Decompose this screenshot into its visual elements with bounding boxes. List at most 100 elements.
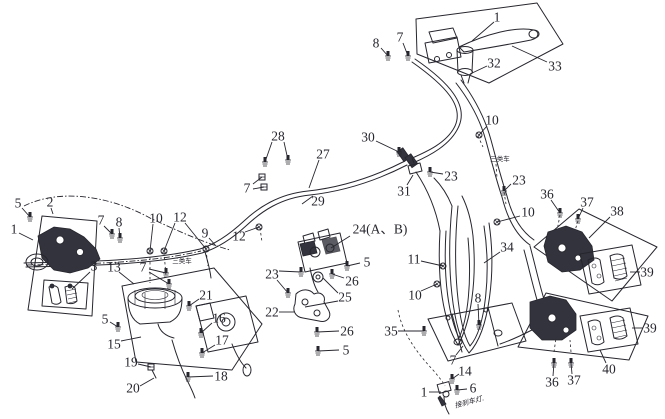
bolt-part-marker bbox=[285, 288, 291, 298]
callout-8: 8 bbox=[373, 36, 391, 61]
callout-number: 17 bbox=[215, 333, 229, 348]
callout-8: 8 bbox=[475, 291, 482, 330]
callout-5: 5 bbox=[102, 312, 121, 332]
callout-number: 32 bbox=[487, 56, 501, 71]
callout-number: 8 bbox=[373, 36, 380, 51]
callout-13: 13 bbox=[107, 260, 135, 285]
callout-23: 23 bbox=[427, 167, 458, 184]
callout-number: 20 bbox=[126, 381, 140, 396]
callout-1: 1 bbox=[11, 222, 34, 241]
callout-26: 26 bbox=[314, 324, 354, 339]
callout-32: 32 bbox=[469, 56, 501, 75]
square-part-marker bbox=[260, 183, 268, 191]
master-cylinder-body bbox=[424, 36, 462, 64]
bolt-part-marker bbox=[198, 328, 204, 338]
callout-number: 10 bbox=[521, 205, 535, 220]
callout-number: 40 bbox=[602, 362, 616, 377]
callout-17: 17 bbox=[199, 333, 229, 358]
bolt-part-marker bbox=[115, 322, 121, 332]
callout-7: 7 bbox=[98, 213, 115, 239]
brake-pads-box bbox=[579, 307, 639, 353]
bolt-part-marker bbox=[396, 147, 402, 157]
callout-10: 10 bbox=[408, 280, 441, 303]
callout-number: 9 bbox=[202, 226, 209, 241]
callout-number: 15 bbox=[107, 337, 121, 352]
bolt-part-marker bbox=[27, 212, 33, 222]
brake-pads-box bbox=[579, 244, 642, 295]
caliper-cluster bbox=[37, 226, 101, 274]
callout-number: 28 bbox=[271, 129, 285, 144]
callout-number: 3 bbox=[91, 259, 98, 274]
callout-29: 29 bbox=[301, 194, 325, 209]
callout-7: 7 bbox=[397, 30, 411, 61]
callout-number: 18 bbox=[214, 369, 228, 384]
callout-number: 38 bbox=[610, 204, 624, 219]
callout-number: 13 bbox=[107, 260, 121, 275]
callout-number: 25 bbox=[338, 290, 352, 305]
callout-number: 5 bbox=[15, 196, 22, 211]
clip-part-marker bbox=[433, 280, 441, 288]
bolt-part-marker bbox=[476, 320, 482, 330]
callout-number: 14 bbox=[458, 364, 472, 379]
mount-bracket-22 bbox=[293, 289, 331, 322]
right-caliper-box-lower bbox=[517, 292, 649, 361]
callout-7: 7 bbox=[450, 345, 464, 368]
callout-number: 26 bbox=[340, 324, 354, 339]
bolt-part-marker bbox=[262, 157, 268, 167]
callout-10: 10 bbox=[493, 205, 535, 226]
callout-15: 15 bbox=[107, 337, 142, 352]
callout-20: 20 bbox=[126, 377, 155, 396]
callout-number: 5 bbox=[343, 343, 350, 358]
callout-number: 31 bbox=[397, 184, 411, 199]
callout-12: 12 bbox=[232, 223, 263, 244]
bolt-part-marker bbox=[449, 374, 455, 384]
callout-36: 36 bbox=[540, 187, 563, 218]
callout-number: 1 bbox=[11, 222, 18, 237]
callout-9: 9 bbox=[202, 226, 217, 247]
bolt-part-marker bbox=[199, 348, 205, 358]
callout-26: 26 bbox=[329, 269, 359, 289]
bolt-part-marker bbox=[166, 279, 172, 289]
bolt-part-marker bbox=[385, 51, 391, 61]
callout-number: 5 bbox=[102, 312, 109, 327]
callout-21: 21 bbox=[186, 288, 213, 311]
callout-number: 37 bbox=[580, 195, 594, 210]
annotation-note: 三类车 bbox=[490, 154, 510, 163]
bolt-part-marker bbox=[109, 229, 115, 239]
bottom-bracket-plate bbox=[427, 302, 527, 415]
callout-39: 39 bbox=[630, 265, 654, 280]
callout-11: 11 bbox=[408, 252, 447, 270]
callout-39: 39 bbox=[632, 321, 657, 336]
callout-number: 23 bbox=[512, 173, 526, 188]
callout-number: 23 bbox=[444, 169, 458, 184]
bolt-part-marker bbox=[315, 346, 321, 356]
bolt-part-marker bbox=[568, 358, 574, 368]
bolt-part-marker bbox=[421, 326, 427, 336]
callout-7: 7 bbox=[244, 173, 268, 196]
callout-number: 1 bbox=[494, 10, 501, 25]
rear-master-cylinder bbox=[195, 295, 259, 353]
callout-35: 35 bbox=[384, 324, 427, 339]
left-caliper-box bbox=[25, 215, 101, 317]
callout-number: 23 bbox=[265, 267, 279, 282]
callout-23: 23 bbox=[265, 267, 304, 298]
callout-number: 39 bbox=[643, 321, 657, 336]
bolt-part-marker bbox=[185, 372, 191, 382]
callout-19: 19 bbox=[124, 355, 155, 371]
bolt-part-marker bbox=[117, 233, 123, 243]
callout-number: 10 bbox=[485, 113, 499, 128]
callout-number: 5 bbox=[364, 255, 371, 270]
callout-5: 5 bbox=[315, 343, 350, 358]
callout-37: 37 bbox=[575, 195, 594, 224]
bolt-part-marker bbox=[344, 261, 350, 271]
callout-12: 12 bbox=[160, 210, 210, 255]
callout-6: 6 bbox=[454, 381, 477, 396]
clip-part-marker bbox=[493, 218, 501, 226]
callout-number: 12 bbox=[173, 210, 187, 225]
callout-number: 7 bbox=[140, 260, 147, 275]
rear-master-cylinder-box bbox=[121, 267, 263, 379]
callout-1: 1 bbox=[421, 385, 441, 400]
square-part-marker bbox=[258, 173, 266, 181]
clip-part-marker bbox=[439, 262, 447, 270]
